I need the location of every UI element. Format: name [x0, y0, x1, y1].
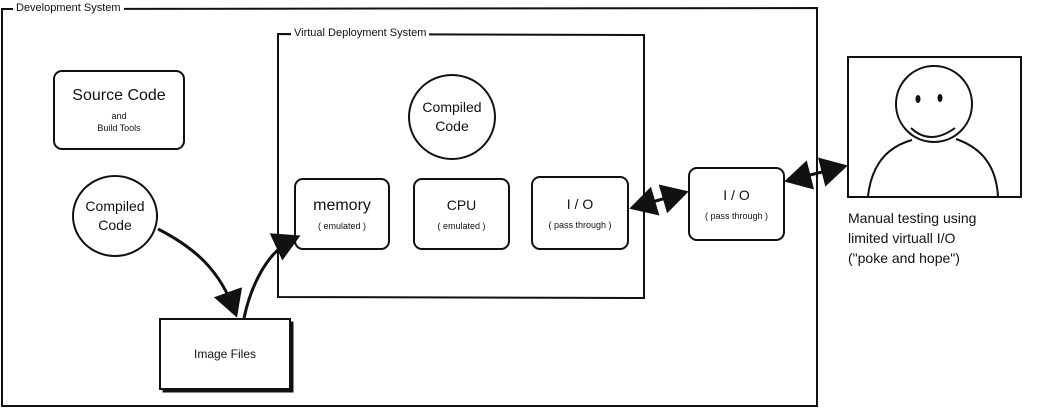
source-code-title: Source Code	[72, 87, 166, 104]
cpu-sub: ( emulated )	[437, 221, 486, 231]
development-system-label: Development System	[13, 2, 124, 14]
arrow-compiled-to-image	[157, 227, 243, 318]
person-caption-line3: ("poke and hope")	[848, 250, 960, 266]
io-inner-title: I / O	[566, 196, 594, 212]
person-frame	[847, 56, 1022, 198]
image-files-label-wrap: Image Files	[160, 319, 290, 389]
person-caption-line2: limited virtuall I/O	[848, 230, 956, 246]
person-caption: Manual testing using limited virtuall I/…	[848, 208, 1038, 268]
compiled-code-virtual-line1: Compiled	[422, 99, 482, 115]
io-inner-sub: ( pass through )	[548, 220, 612, 230]
io-outer-sub: ( pass through )	[704, 211, 769, 221]
compiled-code-dev-line2: Code	[98, 217, 132, 233]
development-system-frame	[1, 6, 818, 407]
cpu-title: CPU	[446, 197, 477, 213]
arrow-image-to-memory	[242, 233, 301, 319]
memory-box: memory ( emulated )	[294, 178, 390, 250]
memory-title: memory	[313, 197, 371, 214]
smiley-face	[895, 65, 973, 143]
compiled-code-dev-line1: Compiled	[85, 198, 145, 214]
person-shoulders	[867, 138, 999, 197]
smiley-mouth	[910, 127, 956, 138]
io-outer-box: I / O ( pass through )	[688, 167, 785, 241]
compiled-code-virtual-circle: Compiled Code	[408, 74, 496, 160]
arrow-io-to-person	[784, 157, 848, 190]
source-code-sub-and: and	[111, 111, 127, 121]
source-code-sub-tools: Build Tools	[97, 123, 141, 133]
virtual-deployment-label: Virtual Deployment System	[291, 27, 430, 39]
source-code-box: Source Code and Build Tools	[53, 70, 185, 150]
smiley-left-eye	[915, 95, 921, 103]
io-outer-title: I / O	[723, 187, 750, 203]
image-files-box	[159, 318, 291, 390]
memory-sub: ( emulated )	[317, 221, 367, 231]
image-files-label: Image Files	[193, 347, 257, 361]
smiley-right-eye	[937, 94, 943, 102]
compiled-code-virtual-line2: Code	[435, 118, 469, 134]
arrow-io-to-io	[629, 184, 689, 216]
person-caption-line1: Manual testing using	[848, 210, 977, 226]
compiled-code-dev-circle: Compiled Code	[72, 175, 158, 257]
virtual-deployment-frame	[277, 32, 645, 300]
cpu-box: CPU ( emulated )	[413, 178, 510, 250]
io-inner-box: I / O ( pass through )	[531, 176, 629, 250]
